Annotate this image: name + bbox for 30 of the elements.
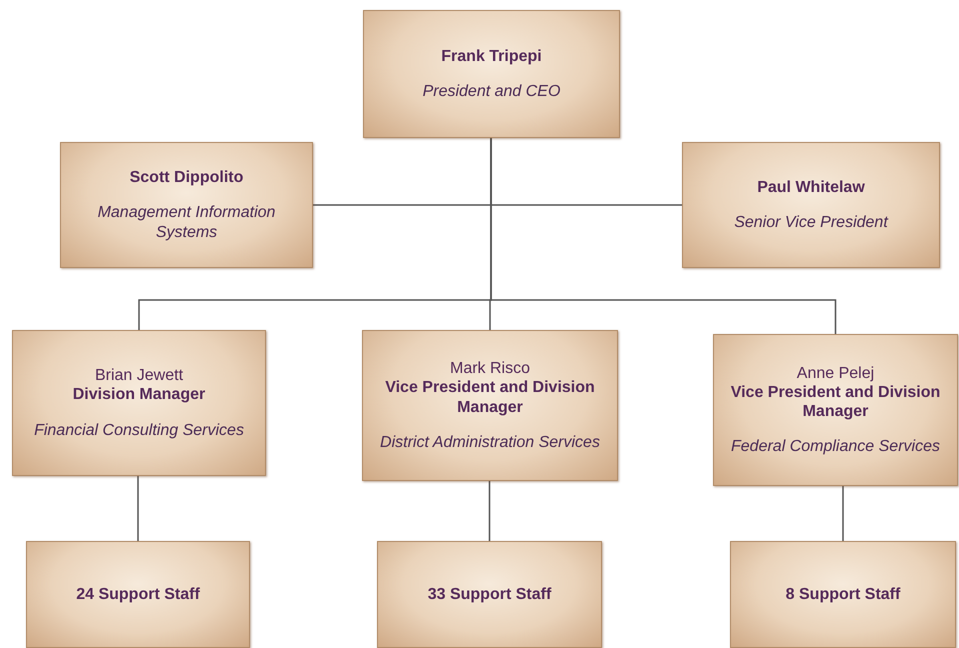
org-box (363, 10, 620, 138)
name-text: Brian Jewett (94, 366, 184, 386)
connector-line (137, 476, 139, 541)
name-text: 24 Support Staff (76, 584, 200, 604)
org-box (60, 142, 313, 268)
org-box (713, 334, 958, 486)
title-text: Division Manager (72, 385, 206, 405)
connector-line (488, 481, 490, 541)
org-box (730, 541, 956, 648)
org-box (12, 330, 266, 476)
org-box (377, 541, 602, 648)
org-box (362, 330, 618, 481)
connector-line (842, 486, 844, 541)
department-text: Federal Compliance Services (731, 437, 940, 456)
title-text: Vice President and Division Manager (384, 378, 596, 417)
org-box (682, 142, 940, 268)
name-text: Paul Whitelaw (757, 178, 865, 197)
name-text: Mark Risco (450, 359, 530, 378)
department-text: Senior Vice President (734, 213, 888, 232)
title-text: Vice President and Division Manager (730, 382, 942, 422)
name-text: Scott Dippolito (130, 168, 244, 188)
name-text: Frank Tripepi (441, 46, 542, 66)
department-text: Financial Consulting Services (34, 420, 244, 440)
department-text: President and CEO (422, 82, 560, 102)
department-text: Management Information Systems (96, 203, 276, 242)
name-text: 8 Support Staff (786, 584, 900, 604)
name-text: Anne Pelej (796, 364, 874, 383)
department-text: District Administration Services (380, 432, 600, 452)
org-box (26, 541, 250, 648)
name-text: 33 Support Staff (428, 584, 552, 604)
